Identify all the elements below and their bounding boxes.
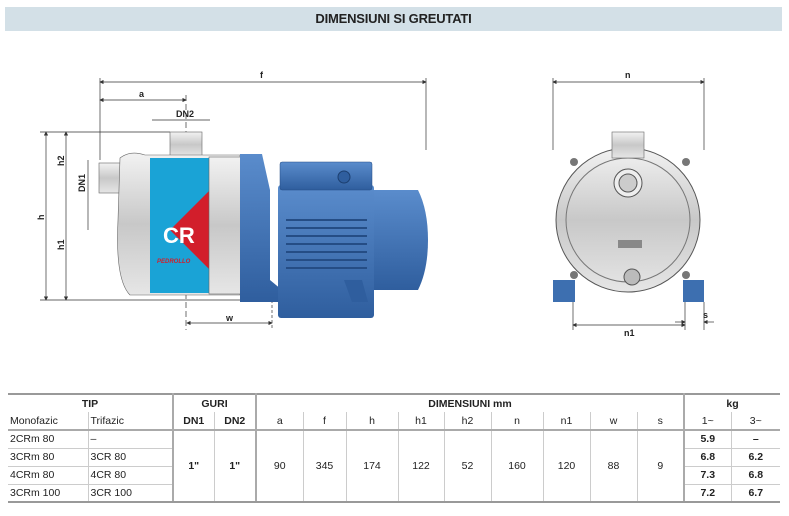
col-h1: h1 <box>397 412 444 430</box>
header-kg: kg <box>683 394 780 412</box>
cell-monofazic: 3CRm 80 <box>10 451 55 463</box>
cell-trifazic: 4CR 80 <box>87 466 173 484</box>
cell-dn2: 1" <box>213 430 256 503</box>
col-dn1: DN1 <box>172 412 214 430</box>
header-guri: GURI <box>172 394 256 412</box>
cell-monofazic: 2CRm 80 <box>10 433 55 446</box>
cell-kg-3: 6.8 <box>730 466 780 484</box>
cell-f: 345 <box>302 430 346 503</box>
col-s: s <box>636 412 684 430</box>
col-f: f <box>302 412 346 430</box>
cell-h2: 52 <box>443 430 491 503</box>
cell-kg-1: 7.2 <box>683 484 731 502</box>
cell-n: 160 <box>490 430 543 503</box>
col-kg-3: 3~ <box>730 412 780 430</box>
col-trifazic: Trifazic <box>87 412 173 430</box>
cell-trifazic: 3CR 100 <box>87 484 173 502</box>
cell-kg-1: 7.3 <box>683 466 731 484</box>
cell-kg-1: 6.8 <box>683 448 731 466</box>
col-h: h <box>345 412 398 430</box>
dim-label-h2: h2 <box>56 155 66 166</box>
cell-dn1: 1" <box>172 430 214 503</box>
dim-label-s: s <box>703 310 708 320</box>
cell-monofazic: 3CRm 100 <box>10 486 61 499</box>
cell-kg-1: 5.9 <box>683 430 731 448</box>
dim-label-h: h <box>36 215 46 221</box>
col-n: n <box>490 412 543 430</box>
col-n1: n1 <box>542 412 590 430</box>
cell-h: 174 <box>345 430 398 503</box>
col-kg-1: 1~ <box>683 412 731 430</box>
cell-s: 9 <box>636 430 684 503</box>
cell-a: 90 <box>255 430 303 503</box>
dim-label-n: n <box>625 70 631 80</box>
cell-trifazic: – <box>87 430 173 448</box>
dim-label-w: w <box>225 313 234 323</box>
col-a: a <box>255 412 303 430</box>
cell-kg-3: 6.7 <box>730 484 780 502</box>
cell-w: 88 <box>589 430 637 503</box>
dim-label-f: f <box>260 70 264 80</box>
col-w: w <box>589 412 637 430</box>
brand-logo: PEDROLLO <box>157 259 191 265</box>
cell-n1: 120 <box>542 430 590 503</box>
table-row: 2CRm 80 – 1" 1" 90 345 174 122 52 160 12… <box>8 430 780 503</box>
cell-h1: 122 <box>397 430 444 503</box>
col-dn2: DN2 <box>213 412 256 430</box>
dim-label-n1: n1 <box>624 328 635 338</box>
col-h2: h2 <box>443 412 491 430</box>
inlet-port <box>98 162 122 194</box>
section-title: DIMENSIUNI SI GREUTATI <box>5 7 782 31</box>
dimensions-weights-table: TIP GURI DIMENSIUNI mm kg Monofazic Trif… <box>8 393 780 503</box>
cell-trifazic: 3CR 80 <box>87 448 173 466</box>
cr-badge: CR <box>163 223 195 248</box>
dim-label-dn2: DN2 <box>176 109 194 119</box>
cell-kg-3: – <box>730 430 780 448</box>
col-monofazic: Monofazic <box>10 414 58 427</box>
pump-dimension-drawing: CR PEDROLLO f a DN2 h h1 h2 DN1 w n n1 s <box>36 70 714 338</box>
header-tip: TIP <box>81 397 99 410</box>
cell-kg-3: 6.2 <box>730 448 780 466</box>
header-dimensiuni: DIMENSIUNI mm <box>255 394 684 412</box>
dim-label-a: a <box>139 89 145 99</box>
dim-label-h1: h1 <box>56 239 66 250</box>
dim-label-dn1: DN1 <box>77 174 87 192</box>
outlet-port <box>169 131 203 158</box>
cell-monofazic: 4CRm 80 <box>10 469 55 481</box>
